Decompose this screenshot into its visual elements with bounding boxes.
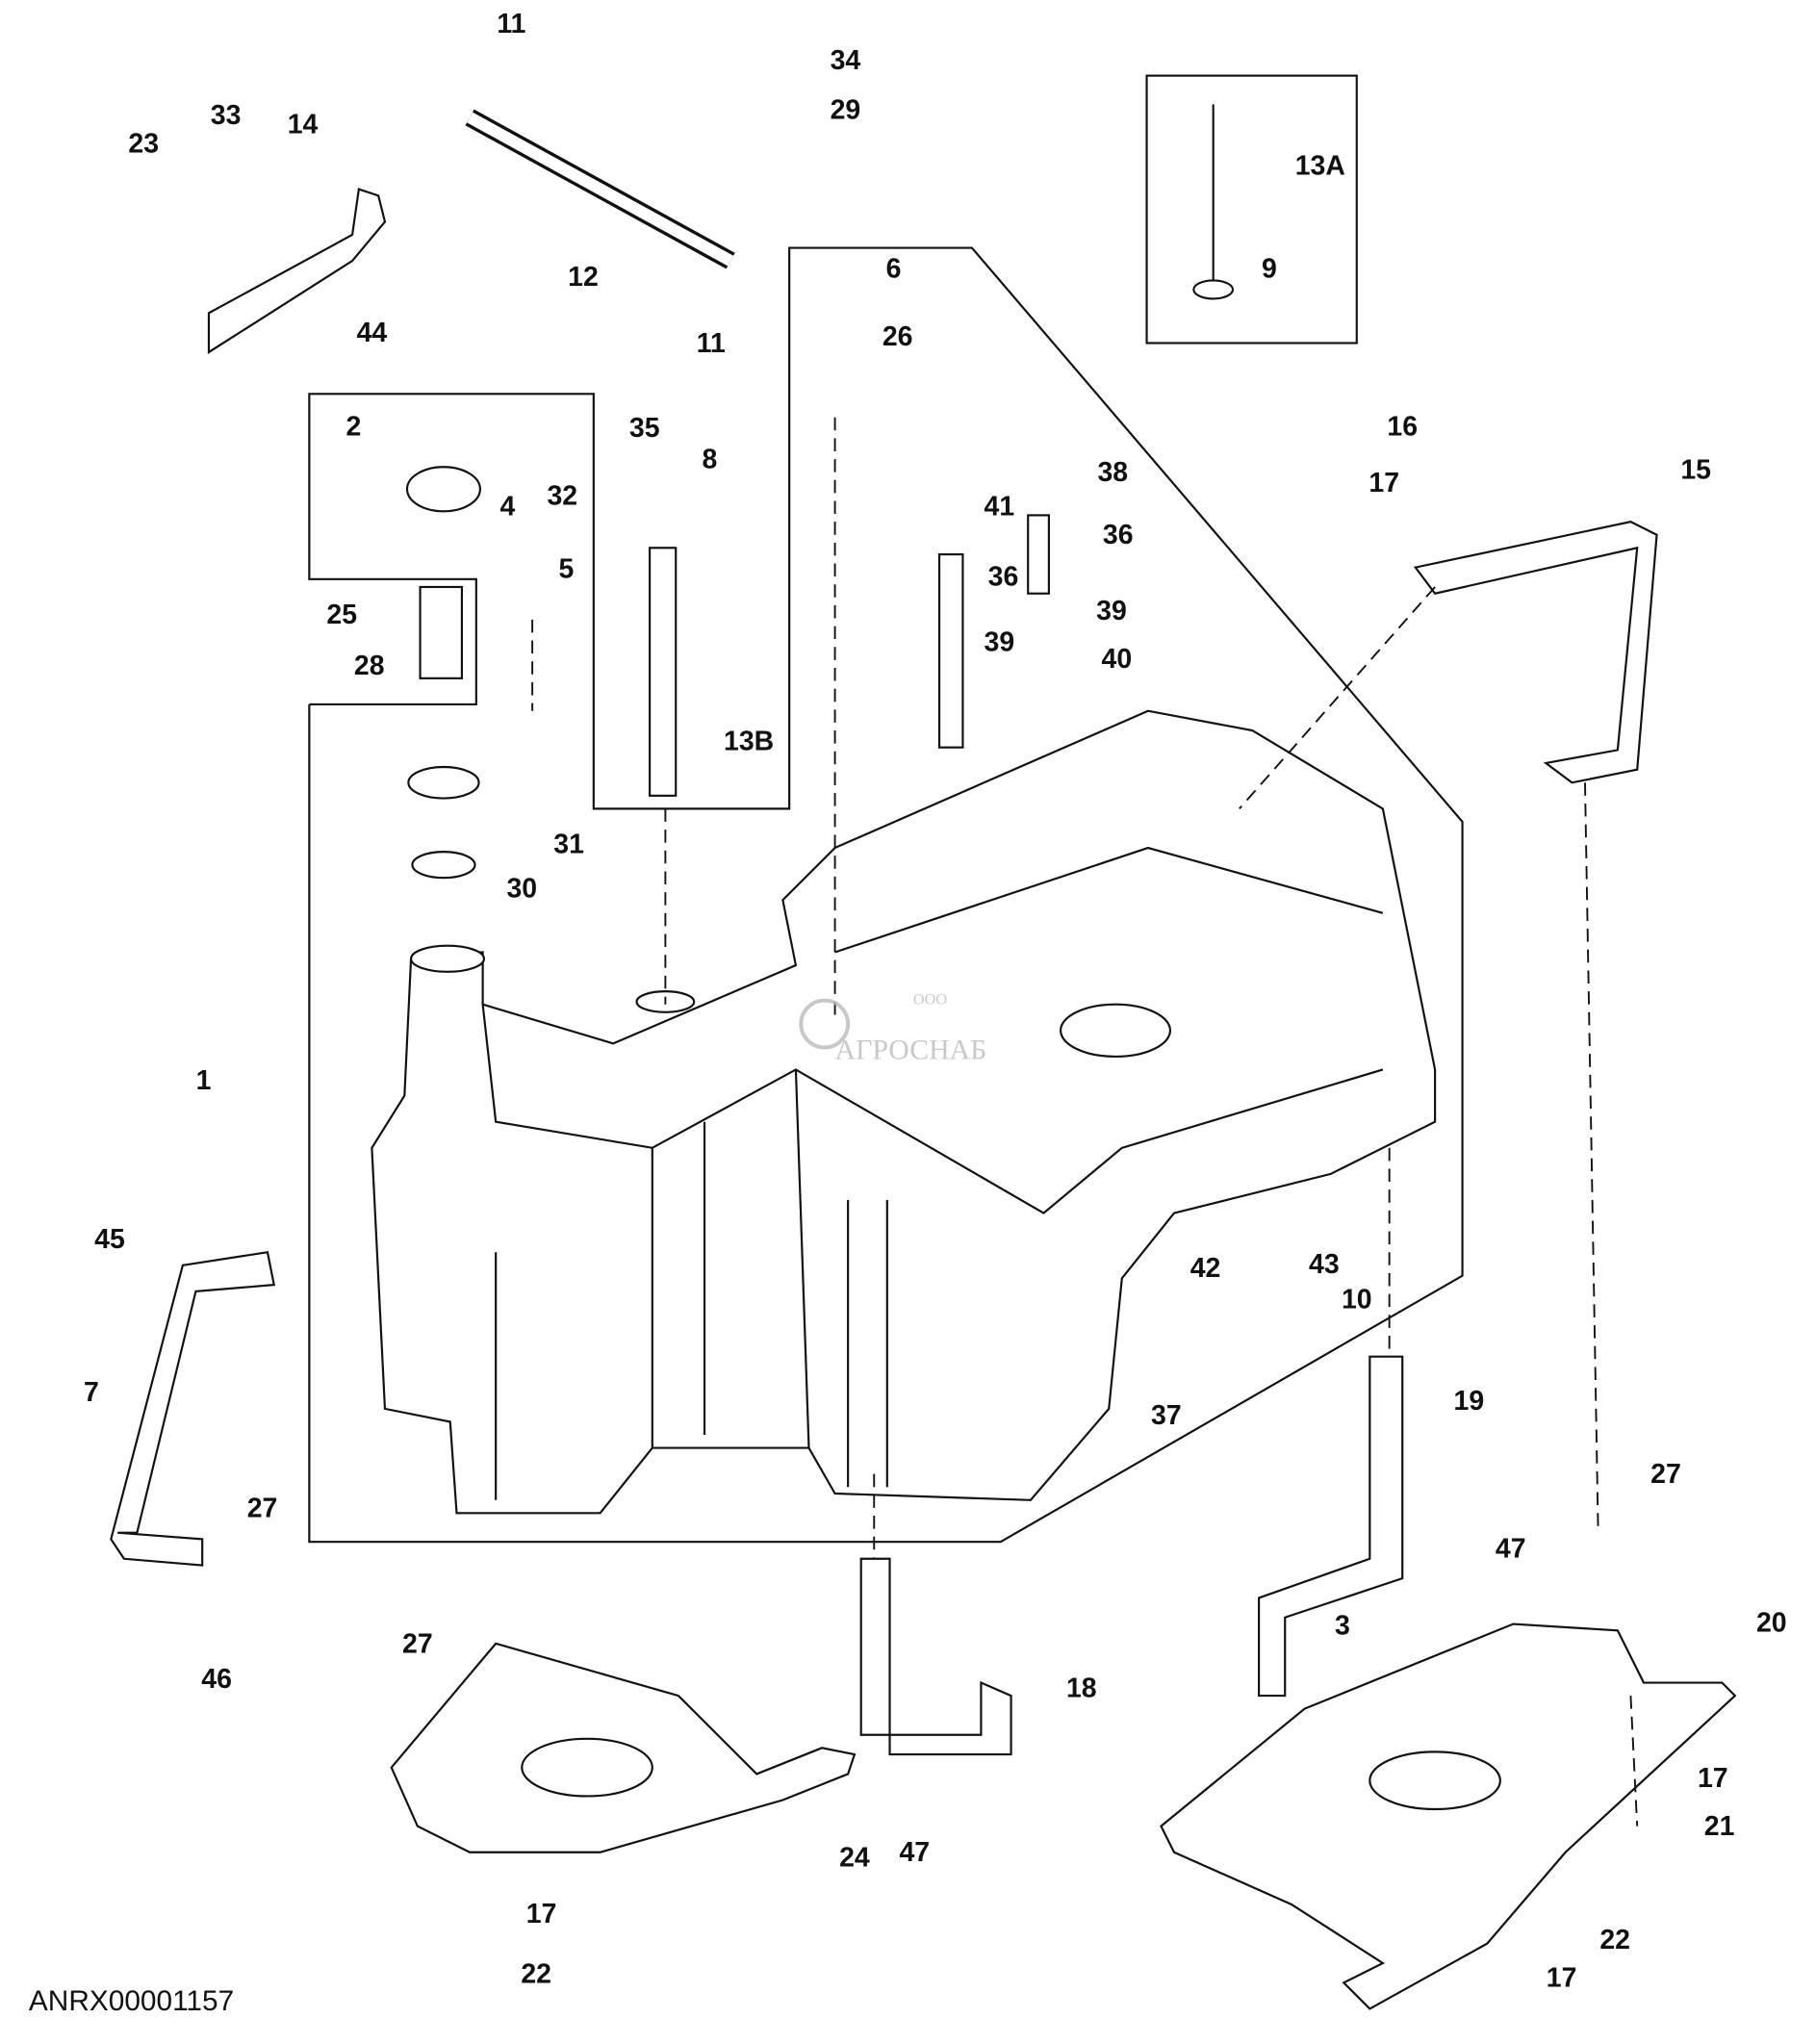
callout-28: 28 xyxy=(354,651,385,681)
callout-39: 39 xyxy=(985,626,1015,657)
callout-34: 34 xyxy=(831,45,861,76)
callout-43: 43 xyxy=(1309,1249,1340,1280)
callout-19: 19 xyxy=(1454,1386,1485,1417)
callout-14: 14 xyxy=(288,109,319,140)
callout-36: 36 xyxy=(1103,520,1134,550)
callout-45: 45 xyxy=(94,1224,125,1255)
callout-17: 17 xyxy=(1547,1962,1577,1993)
callout-46: 46 xyxy=(201,1664,232,1695)
callout-29: 29 xyxy=(831,94,861,125)
callout-22: 22 xyxy=(1599,1925,1630,1955)
bracket-44 xyxy=(207,188,387,354)
callout-31: 31 xyxy=(553,829,584,859)
callout-13b: 13B xyxy=(724,726,774,756)
callout-30: 30 xyxy=(506,874,537,905)
bracket-15 xyxy=(1413,521,1658,784)
svg-text:ООО: ООО xyxy=(913,991,947,1009)
adapter-31 xyxy=(407,765,480,800)
callout-47: 47 xyxy=(1496,1533,1526,1564)
callout-5: 5 xyxy=(558,553,574,584)
callout-25: 25 xyxy=(326,600,357,630)
callout-27: 27 xyxy=(247,1493,278,1523)
callout-26: 26 xyxy=(882,321,913,352)
callout-27: 27 xyxy=(402,1628,433,1659)
callout-22: 22 xyxy=(521,1958,551,1989)
callout-3: 3 xyxy=(1335,1610,1350,1641)
seal-30 xyxy=(411,851,476,880)
callout-21: 21 xyxy=(1704,1811,1735,1842)
callout-16: 16 xyxy=(1387,412,1418,443)
callout-17: 17 xyxy=(1698,1763,1728,1794)
callout-41: 41 xyxy=(985,491,1015,522)
callout-24: 24 xyxy=(839,1843,870,1874)
callout-27: 27 xyxy=(1650,1459,1681,1490)
callout-18: 18 xyxy=(1066,1673,1097,1703)
callout-17: 17 xyxy=(526,1899,557,1929)
drawing-code: ANRX00001157 xyxy=(29,1985,234,2017)
filter-25 xyxy=(419,585,464,679)
callout-7: 7 xyxy=(84,1377,99,1408)
callout-12: 12 xyxy=(568,262,599,293)
callout-6: 6 xyxy=(886,254,902,285)
callout-44: 44 xyxy=(357,318,388,348)
callout-13a: 13A xyxy=(1295,151,1345,182)
tube-39b xyxy=(1027,514,1050,595)
assembly-frame xyxy=(308,246,1464,1544)
callout-37: 37 xyxy=(1151,1400,1182,1431)
callout-39: 39 xyxy=(1096,596,1127,626)
callout-23: 23 xyxy=(128,129,159,160)
callout-38: 38 xyxy=(1097,457,1128,488)
callout-2: 2 xyxy=(346,412,362,443)
callout-8: 8 xyxy=(703,445,718,475)
tube-39 xyxy=(937,552,964,749)
callout-32: 32 xyxy=(547,481,577,512)
shield-20 xyxy=(1160,1622,1737,2010)
callout-4: 4 xyxy=(499,491,515,522)
callout-40: 40 xyxy=(1102,644,1133,675)
bracket-18 xyxy=(859,1557,1012,1756)
callout-33: 33 xyxy=(211,100,242,131)
callout-47: 47 xyxy=(899,1837,930,1868)
callout-11: 11 xyxy=(697,328,726,359)
watermark-logo: ООО АГРОСНАБ xyxy=(799,991,987,1066)
callout-17: 17 xyxy=(1368,468,1399,498)
callout-15: 15 xyxy=(1680,454,1711,485)
callout-11: 11 xyxy=(497,9,525,39)
assembly-lines xyxy=(531,417,1639,1827)
sender-13b xyxy=(649,547,678,797)
bracket-19 xyxy=(1258,1355,1404,1698)
sender-inset-box xyxy=(1145,74,1358,345)
callout-42: 42 xyxy=(1190,1253,1221,1284)
callout-1: 1 xyxy=(196,1065,212,1096)
fuel-tank xyxy=(371,709,1437,1515)
svg-text:АГРОСНАБ: АГРОСНАБ xyxy=(835,1035,987,1066)
bracket-7 xyxy=(110,1251,276,1567)
cap-2 xyxy=(405,466,481,513)
callout-35: 35 xyxy=(629,413,660,444)
callout-10: 10 xyxy=(1342,1285,1372,1316)
callout-36: 36 xyxy=(988,562,1019,593)
callout-9: 9 xyxy=(1262,254,1277,285)
callout-20: 20 xyxy=(1756,1608,1787,1639)
